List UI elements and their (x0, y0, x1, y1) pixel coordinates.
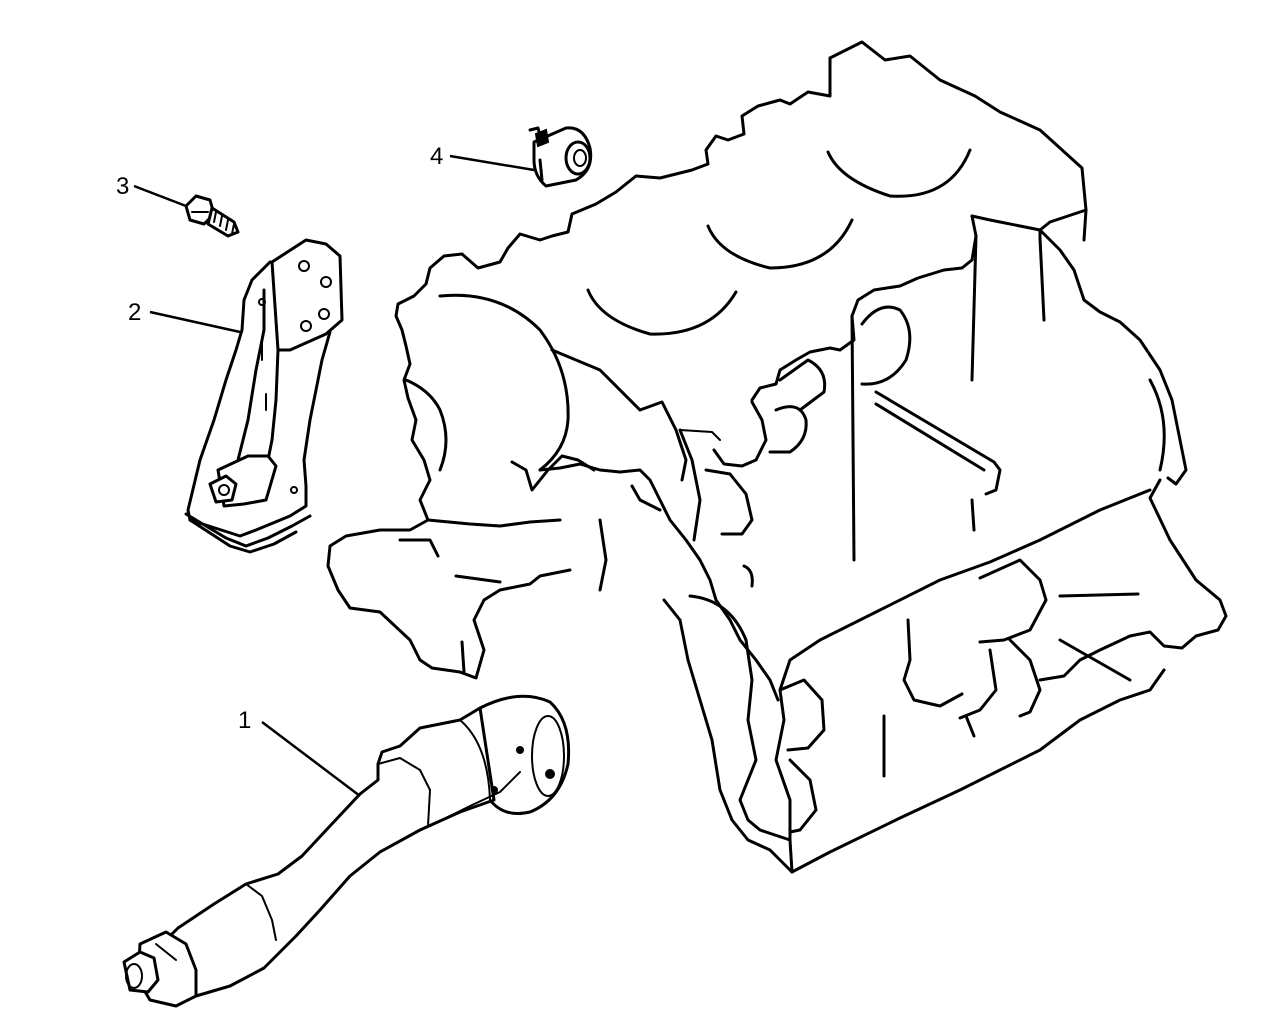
oil-pressure-switch (528, 126, 593, 188)
callout-2: 2 (128, 299, 241, 334)
bolt (184, 194, 240, 238)
oil-cooler-pipe (122, 694, 571, 1008)
callout-4: 4 (430, 143, 535, 172)
callout-3-label: 3 (116, 173, 129, 200)
callout-2-label: 2 (128, 299, 141, 326)
callout-3: 3 (116, 173, 187, 208)
callouts: 1 2 3 4 (116, 143, 535, 797)
callout-1-label: 1 (238, 707, 251, 734)
engine-block (326, 40, 1228, 874)
callout-4-label: 4 (430, 143, 443, 170)
callout-1: 1 (238, 707, 361, 797)
mounting-bracket (184, 238, 344, 554)
